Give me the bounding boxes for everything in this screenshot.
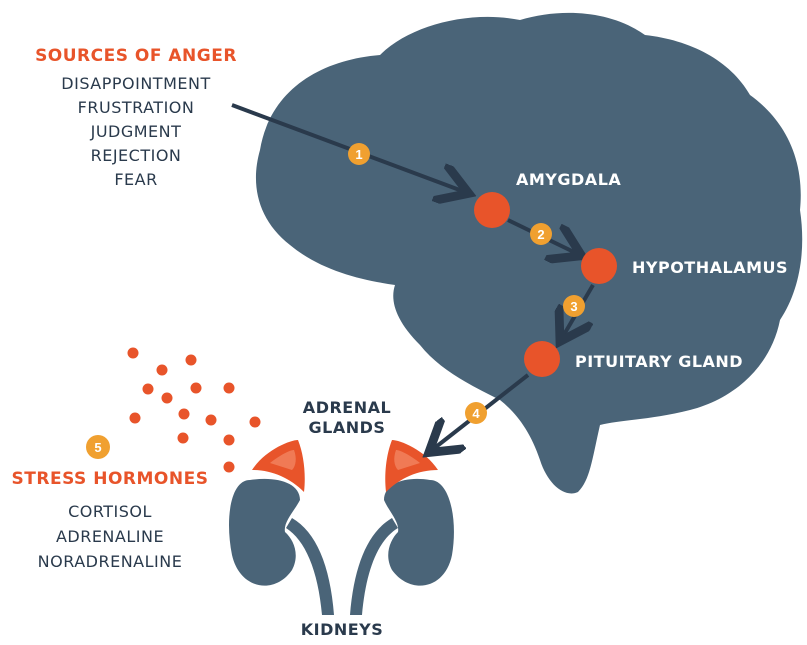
amygdala-label: AMYGDALA <box>516 170 621 189</box>
step-number: 2 <box>537 227 544 242</box>
hormones-title: STRESS HORMONES <box>12 469 209 489</box>
hormone-item: CORTISOL <box>68 502 152 521</box>
step-badge-1: 1 <box>348 143 370 165</box>
pituitary-gland-label: PITUITARY GLAND <box>575 352 743 371</box>
step-number: 3 <box>570 299 577 314</box>
hypothalamus-node <box>581 248 617 284</box>
step-number: 5 <box>94 440 101 455</box>
right-kidney <box>384 479 454 586</box>
left-kidney <box>229 479 300 586</box>
step-badge-3: 3 <box>563 295 585 317</box>
hormone-item: ADRENALINE <box>56 527 164 546</box>
adrenal-label-line1: ADRENAL <box>303 398 391 417</box>
step-badge-4: 4 <box>465 402 487 424</box>
kidneys-label: KIDNEYS <box>301 620 384 639</box>
source-item: FEAR <box>114 170 157 189</box>
source-item: DISAPPOINTMENT <box>61 74 210 93</box>
amygdala-node <box>474 192 510 228</box>
pituitary-node <box>524 341 560 377</box>
hypothalamus-label: HYPOTHALAMUS <box>632 258 788 277</box>
step-number: 4 <box>472 406 480 421</box>
step-badge-2: 2 <box>530 223 552 245</box>
hormone-dots <box>128 348 261 473</box>
source-item: REJECTION <box>91 146 182 165</box>
step-number: 1 <box>355 147 362 162</box>
source-item: FRUSTRATION <box>78 98 195 117</box>
sources-title: SOURCES OF ANGER <box>35 46 237 66</box>
hormone-item: NORADRENALINE <box>38 552 183 571</box>
step-badge-5: 5 <box>86 435 110 459</box>
adrenal-label-line2: GLANDS <box>309 418 386 437</box>
source-item: JUDGMENT <box>91 122 182 141</box>
